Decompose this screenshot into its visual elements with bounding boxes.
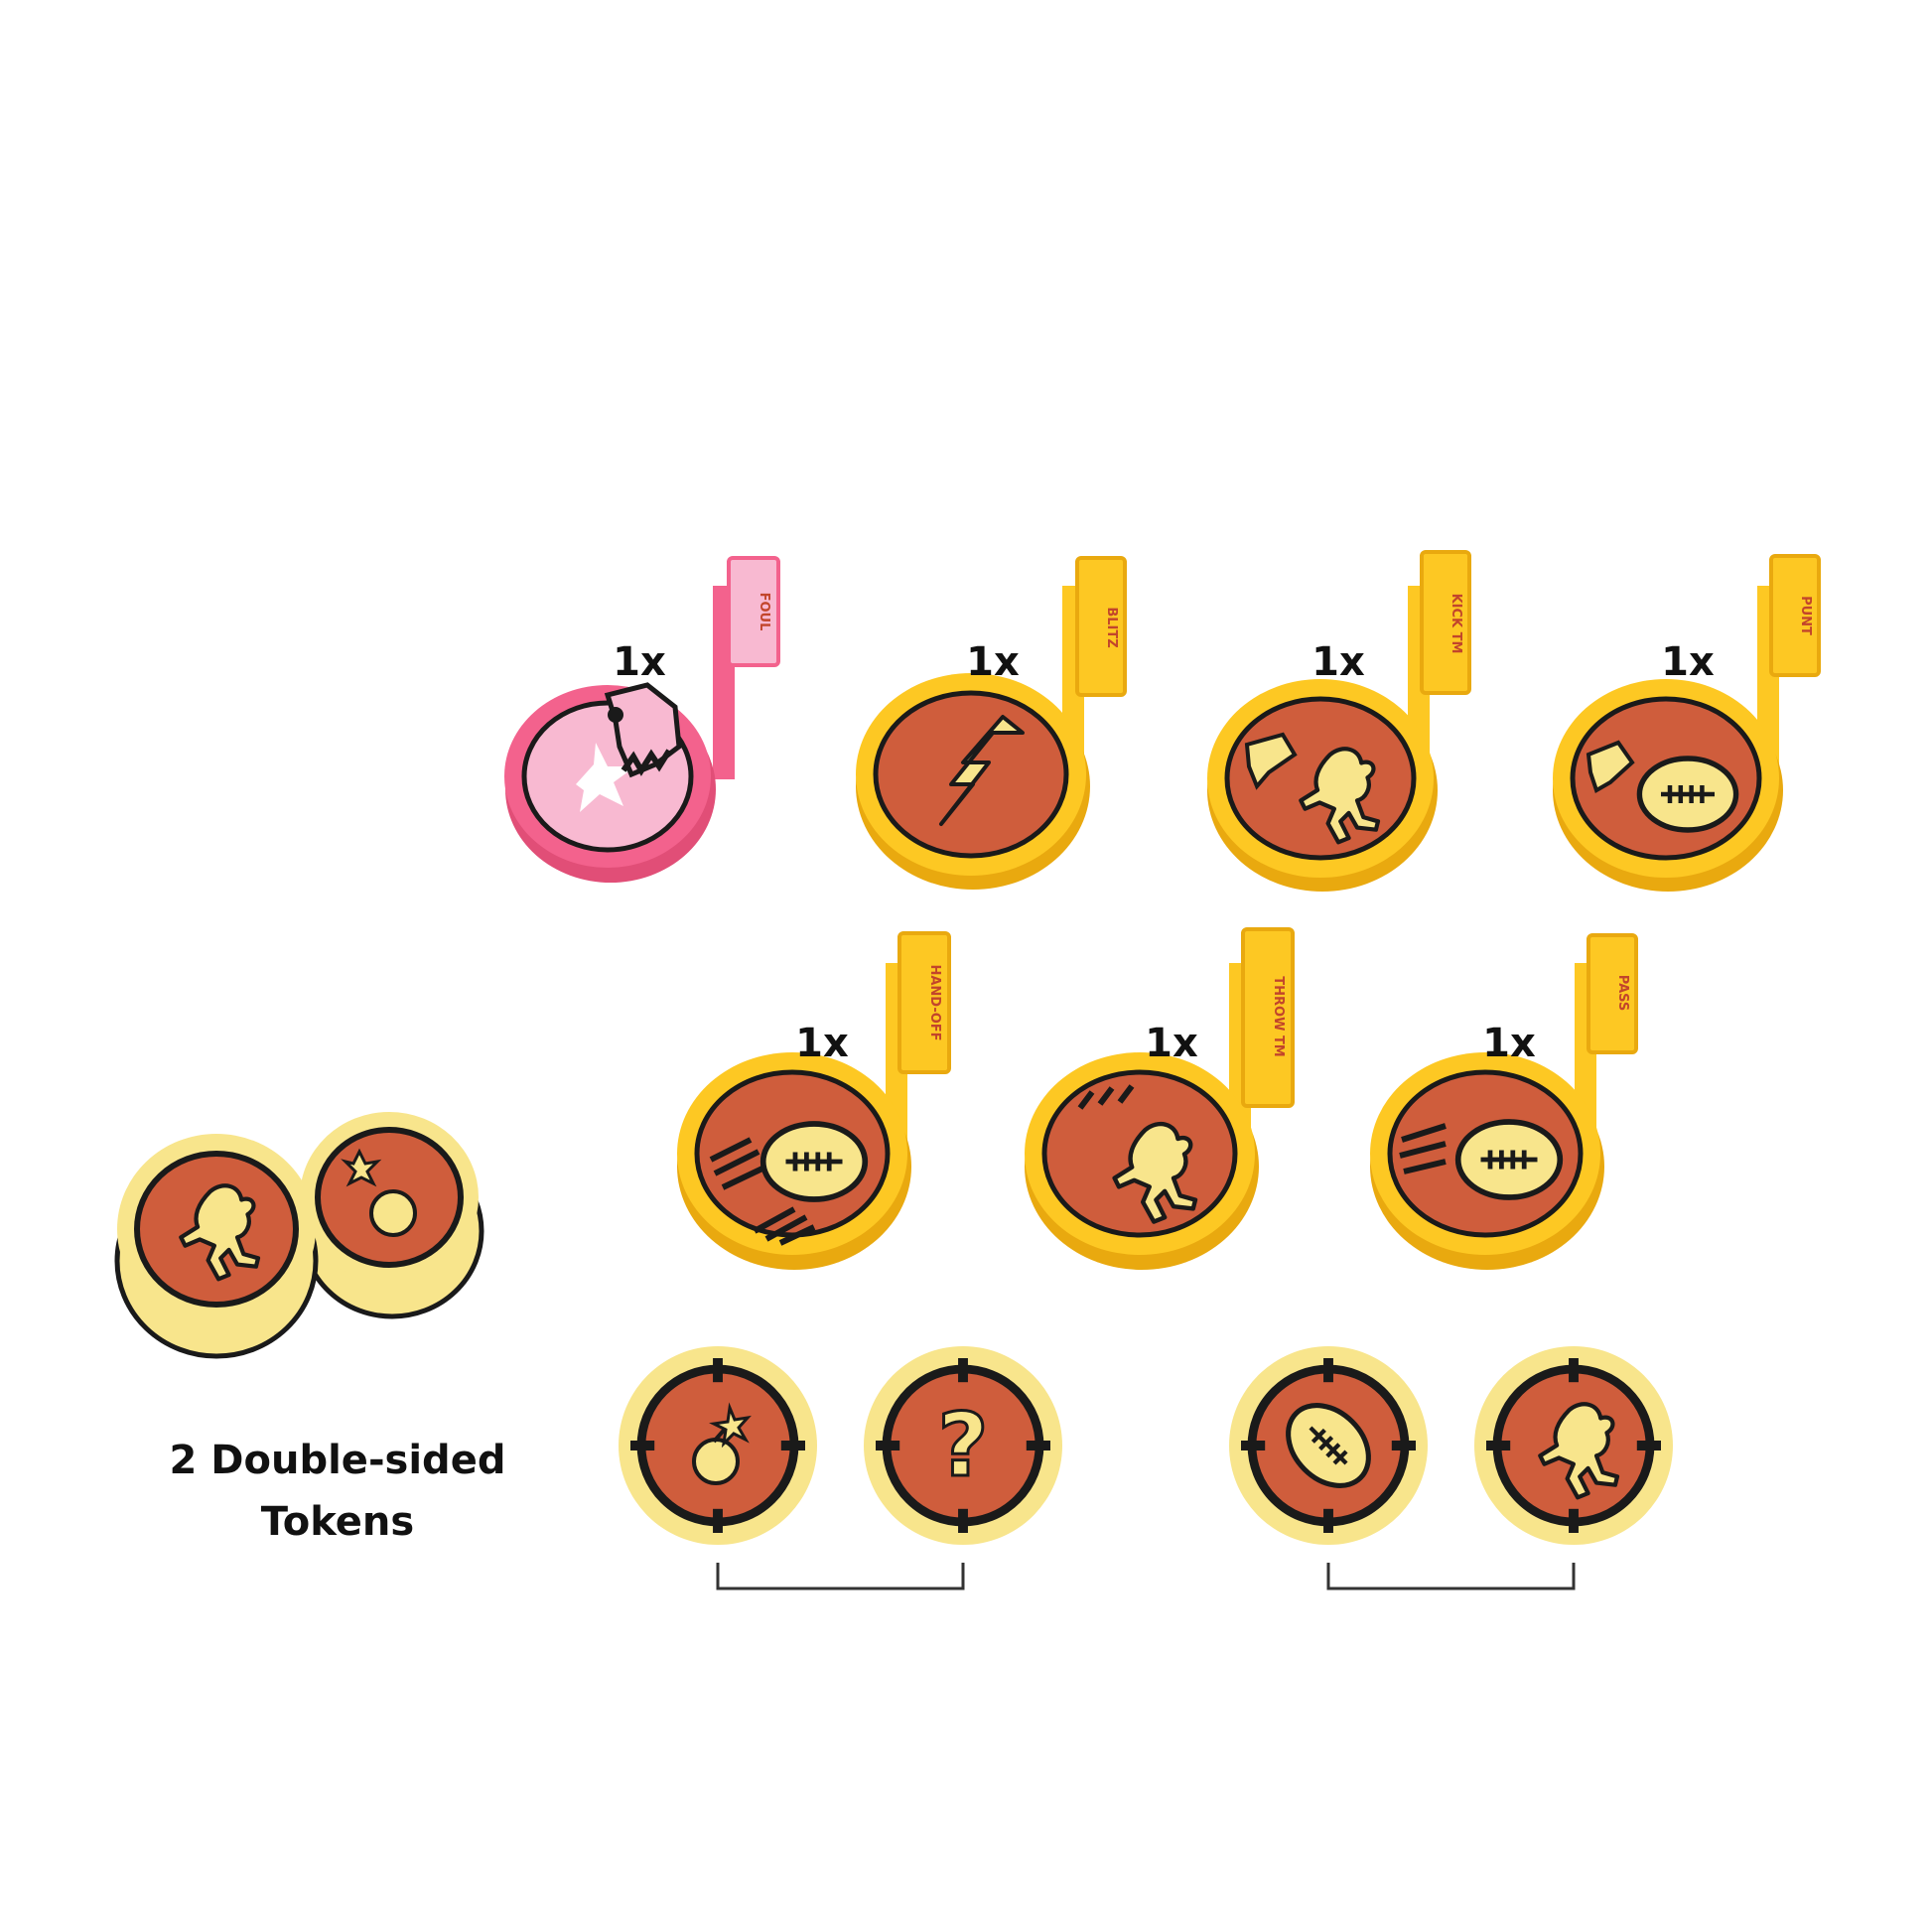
marker-pass-flag [1587,933,1638,1054]
marker-foul: FOUL 1x [504,556,780,883]
token-pair-1: ? [619,1346,1062,1590]
kick-player-icon [1244,732,1378,842]
token-face-question: ? [864,1346,1062,1545]
marker-blitz-flag-label: BLITZ [1104,607,1119,647]
pair-2-bracket [1326,1563,1576,1590]
marker-blitz: BLITZ 1x [856,556,1127,890]
tokens-caption: 2 Double-sided Tokens [149,1430,526,1553]
marker-hand-off-flag [897,931,951,1074]
token-face-ball [1229,1346,1428,1545]
marker-kick-tm-quantity: 1x [1311,639,1365,685]
marker-blitz-flag [1075,556,1127,697]
stacked-tokens [114,1112,484,1359]
marker-hand-off-flag-label: HAND-OFF [927,964,942,1040]
tokens-caption-line1: 2 Double-sided [169,1438,506,1483]
marker-pass-flag-label: PASS [1615,975,1630,1012]
stacked-bomb-icon [341,1148,417,1237]
marker-punt: PUNT 1x [1553,554,1821,892]
marker-punt-quantity: 1x [1661,639,1715,685]
thrown-player-icon [1077,1084,1195,1222]
marker-foul-quantity: 1x [613,639,666,685]
marker-foul-flag-label: FOUL [757,593,771,631]
marker-punt-flag [1769,554,1821,677]
boot-burst-icon [576,682,682,812]
bomb-icon [692,1402,752,1485]
marker-hand-off-quantity: 1x [795,1021,849,1066]
marker-kick-tm-flag-label: KICK TM [1449,594,1463,654]
marker-kick-team-mate: KICK TM 1x [1207,550,1471,892]
marker-pass: PASS 1x [1370,933,1638,1270]
marker-punt-flag-label: PUNT [1798,596,1813,635]
pair-1-bracket [716,1563,965,1590]
token-face-bomb [619,1346,817,1545]
token-face-goblin [1474,1346,1673,1545]
hand-off-ball-icon [709,1124,865,1246]
question-mark-icon: ? [937,1394,988,1496]
marker-pass-quantity: 1x [1482,1021,1536,1066]
marker-throw-tm-flag [1241,927,1295,1108]
marker-throw-team-mate: THROW TM 1x [1025,927,1295,1270]
marker-foul-flag [727,556,780,667]
kick-ball-icon [1586,740,1736,830]
tokens-caption-line2: Tokens [260,1499,415,1545]
marker-kick-tm-flag [1420,550,1471,695]
token-pair-2 [1229,1346,1673,1590]
lightning-icon [939,715,1025,826]
marker-throw-tm-quantity: 1x [1145,1021,1198,1066]
marker-blitz-quantity: 1x [966,639,1020,685]
marker-hand-off: HAND-OFF 1x [677,931,951,1270]
marker-throw-tm-flag-label: THROW TM [1271,976,1286,1056]
flying-ball-icon [1399,1122,1560,1197]
